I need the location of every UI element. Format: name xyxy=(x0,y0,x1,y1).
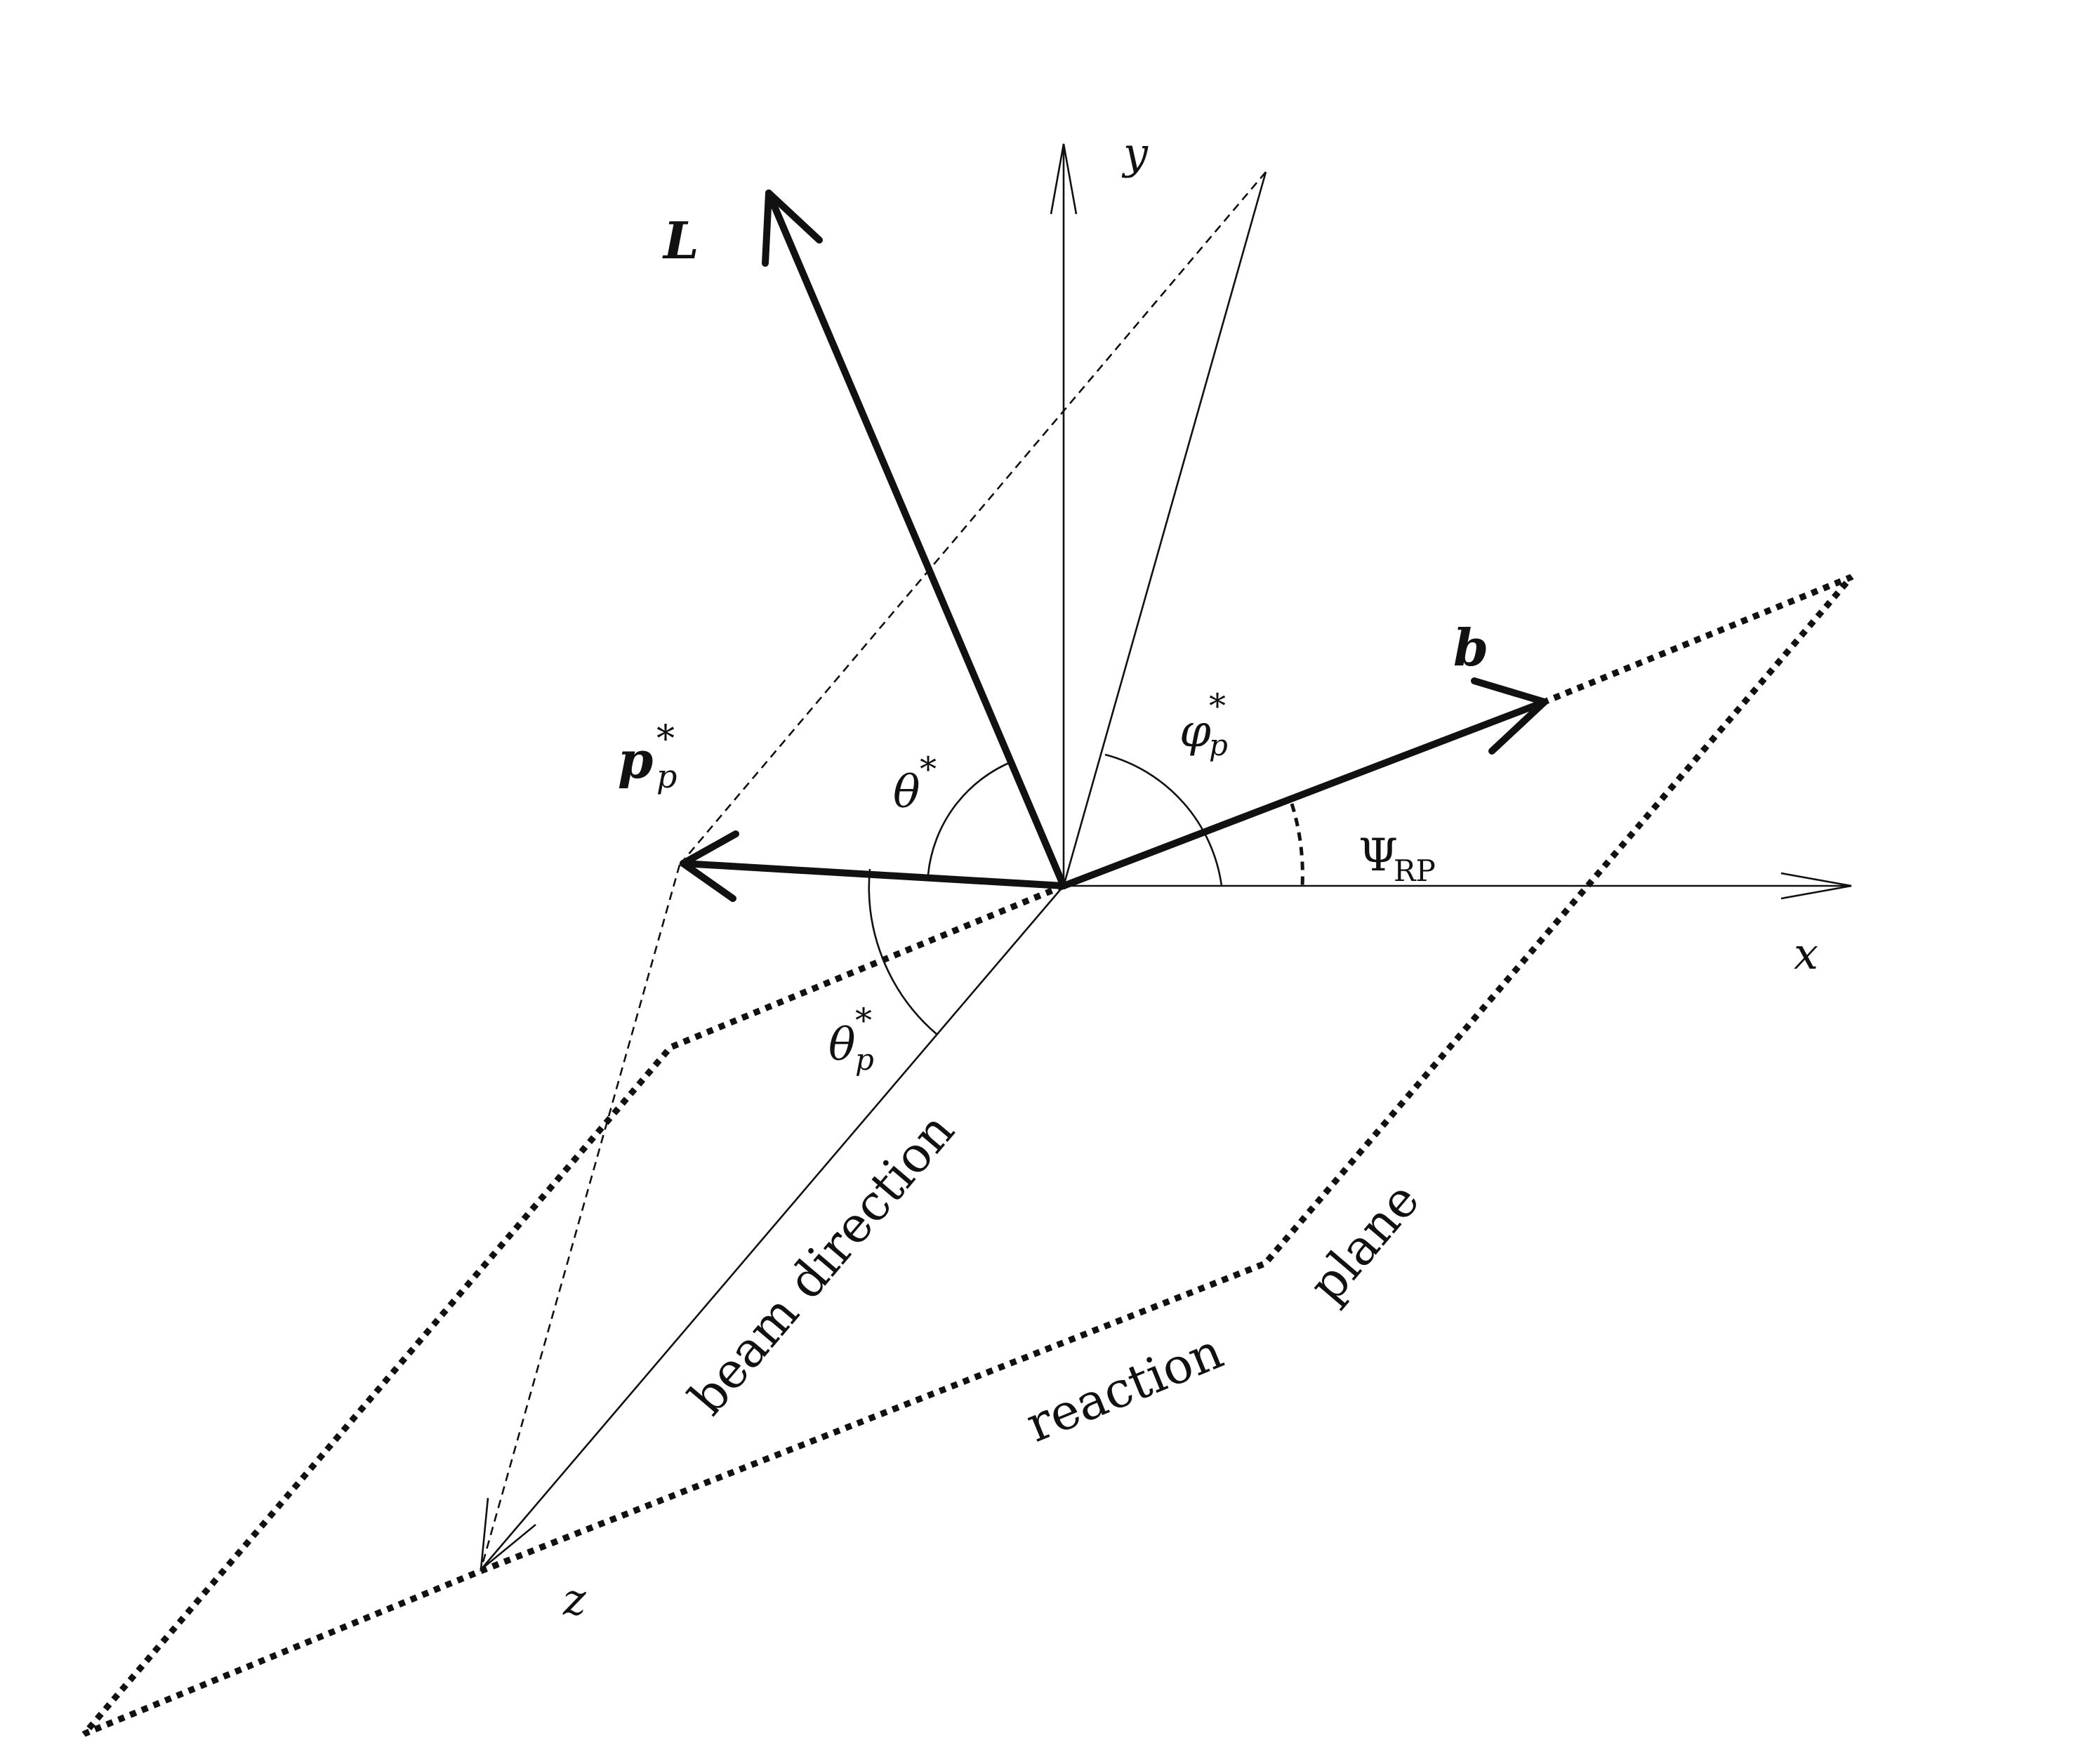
angle-theta-p-label: θ * p xyxy=(828,1001,874,1077)
y-axis-label: y xyxy=(1121,128,1149,179)
dashed-construction-bottom xyxy=(480,864,681,1570)
theta-p-symbol: θ xyxy=(828,1019,856,1071)
vector-b-arrow xyxy=(1060,677,1548,889)
projection-lines xyxy=(480,171,1267,1570)
dashed-construction-top xyxy=(679,171,1267,866)
theta-p-superscript: * xyxy=(855,1001,872,1040)
psi-subscript: RP xyxy=(1394,854,1436,888)
vector-b-label: b xyxy=(1453,618,1488,677)
z-axis xyxy=(480,885,1064,1572)
angle-phi-p-label: φ * p xyxy=(1179,687,1228,762)
angle-theta-label: θ * xyxy=(893,750,937,818)
reaction-plane-outline xyxy=(81,573,1854,1737)
y-axis xyxy=(1050,143,1078,886)
phi-subscript: p xyxy=(1209,728,1228,762)
x-axis xyxy=(1064,872,1852,900)
theta-p-subscript: p xyxy=(855,1042,874,1077)
vector-L-arrow xyxy=(762,190,1067,889)
vector-p-arrow xyxy=(680,830,1067,902)
angle-arcs xyxy=(868,753,1304,1035)
vector-p-subscript: p xyxy=(656,757,677,795)
phi-superscript: * xyxy=(1209,687,1226,726)
vector-p-superscript: * xyxy=(656,718,675,760)
vector-L-label: L xyxy=(662,211,699,270)
transverse-projection-line xyxy=(1062,171,1267,887)
theta-symbol: θ xyxy=(893,767,920,818)
arc-psi-rp xyxy=(1290,803,1304,887)
x-axis-label: x xyxy=(1794,928,1818,979)
beam-direction-label: beam direction xyxy=(678,1102,966,1426)
angle-psi-rp-label: Ψ RP xyxy=(1358,830,1436,888)
arc-theta-star xyxy=(927,760,1014,875)
vector-p-label: p * p xyxy=(618,718,677,795)
arc-phi-p-star xyxy=(1104,753,1223,887)
plane-label: plane xyxy=(1298,1172,1431,1313)
vector-p-symbol: p xyxy=(618,730,653,790)
arc-theta-p-star xyxy=(868,868,938,1035)
theta-superscript: * xyxy=(920,750,937,789)
psi-symbol: Ψ xyxy=(1358,830,1398,882)
reaction-label: reaction xyxy=(1018,1322,1231,1453)
phi-symbol: φ xyxy=(1179,705,1211,757)
z-axis-label: z xyxy=(562,1574,586,1625)
